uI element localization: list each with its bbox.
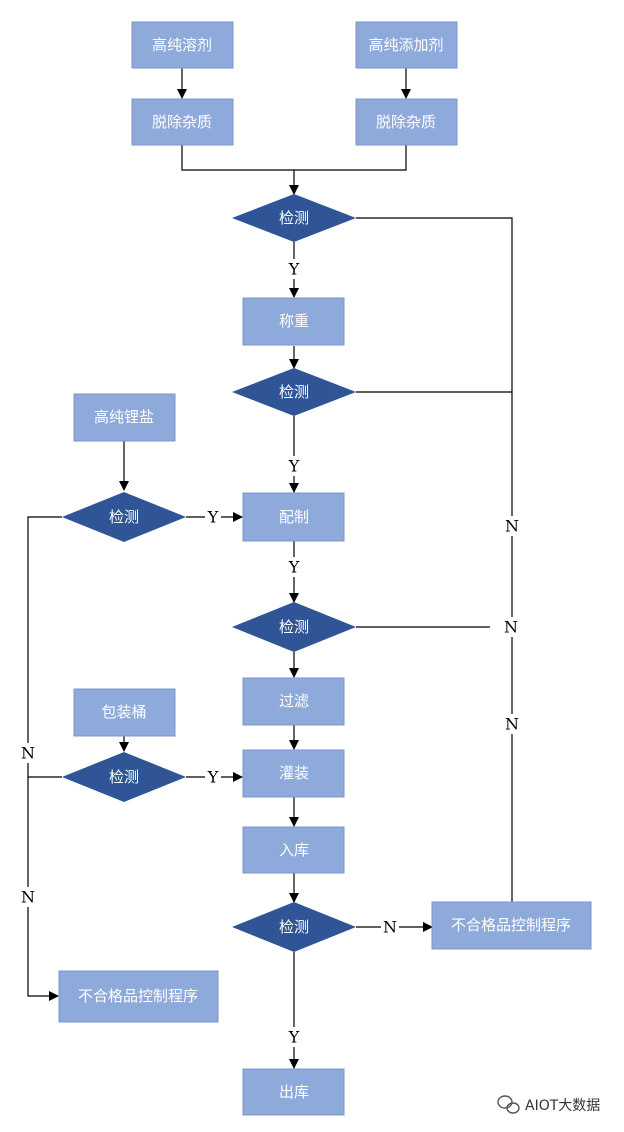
box-filter	[242, 677, 345, 726]
edge-right-n-line	[356, 217, 513, 904]
edge-label-y-3: Y	[288, 558, 300, 577]
edge-label-n-right-1: N	[505, 517, 519, 536]
edge-label-y-1: Y	[288, 260, 300, 279]
box-nonconforming-left	[58, 970, 219, 1023]
label-barrel: 包装桶	[101, 703, 146, 721]
edge-label-n-left-1: N	[21, 744, 35, 763]
box-storage-in	[242, 826, 345, 874]
watermark: AIOT大数据	[497, 1095, 600, 1114]
edge-label-backgrounds	[19, 259, 522, 1047]
label-lithium-salt: 高纯锂盐	[94, 408, 154, 426]
box-remove-left	[131, 98, 234, 146]
box-solvent	[131, 21, 234, 69]
label-check-1: 检测	[279, 209, 309, 227]
label-check-4: 检测	[279, 918, 309, 936]
diamond-check-4	[232, 902, 356, 952]
box-lithium-salt	[73, 393, 176, 442]
box-nonconforming-right	[431, 901, 592, 950]
diamond-check-1	[232, 194, 356, 242]
edge-label-n-left-2: N	[21, 888, 35, 907]
label-remove-right: 脱除杂质	[376, 113, 436, 131]
edge-label-y-salt: Y	[207, 508, 219, 527]
label-storage-in: 入库	[279, 841, 309, 859]
edge-label-n-right-2: N	[504, 618, 518, 637]
watermark-text: AIOT大数据	[525, 1098, 600, 1114]
box-additive	[355, 21, 458, 69]
edge-label-y-barrel: Y	[207, 768, 219, 787]
box-remove-right	[355, 98, 458, 146]
decision-diamonds	[62, 194, 356, 952]
diamond-check-3	[232, 602, 356, 652]
label-filter: 过滤	[279, 692, 309, 710]
box-fill	[242, 749, 345, 798]
diamond-check-2	[232, 368, 356, 416]
edge-label-n-right-3: N	[505, 715, 519, 734]
box-barrel	[73, 688, 176, 737]
edge-remove-right-merge	[294, 145, 407, 171]
edge-remove-left-merge	[181, 145, 294, 171]
label-check-3: 检测	[279, 618, 309, 636]
label-storage-out: 出库	[279, 1083, 309, 1101]
label-nonconforming-right: 不合格品控制程序	[451, 916, 571, 934]
label-prepare: 配制	[279, 508, 309, 526]
process-boxes	[58, 21, 592, 1116]
label-check-salt: 检测	[109, 508, 139, 526]
label-check-2: 检测	[279, 383, 309, 401]
label-nonconforming-left: 不合格品控制程序	[78, 987, 198, 1005]
box-storage-out	[242, 1068, 345, 1116]
label-check-barrel: 检测	[109, 768, 139, 786]
edge-label-y-2: Y	[288, 457, 300, 476]
edge-label-n-check4: N	[383, 918, 397, 937]
label-weigh: 称重	[279, 312, 309, 330]
connectors	[27, 68, 513, 1069]
label-fill: 灌装	[279, 764, 309, 782]
wechat-icon	[497, 1095, 520, 1114]
label-additive: 高纯添加剂	[368, 36, 443, 54]
edge-label-y-4: Y	[288, 1028, 300, 1047]
label-remove-left: 脱除杂质	[152, 113, 212, 131]
label-solvent: 高纯溶剂	[152, 36, 212, 54]
box-prepare	[242, 492, 345, 542]
diamond-check-salt	[62, 492, 186, 542]
box-weigh	[242, 297, 345, 346]
diamond-check-barrel	[62, 752, 186, 802]
